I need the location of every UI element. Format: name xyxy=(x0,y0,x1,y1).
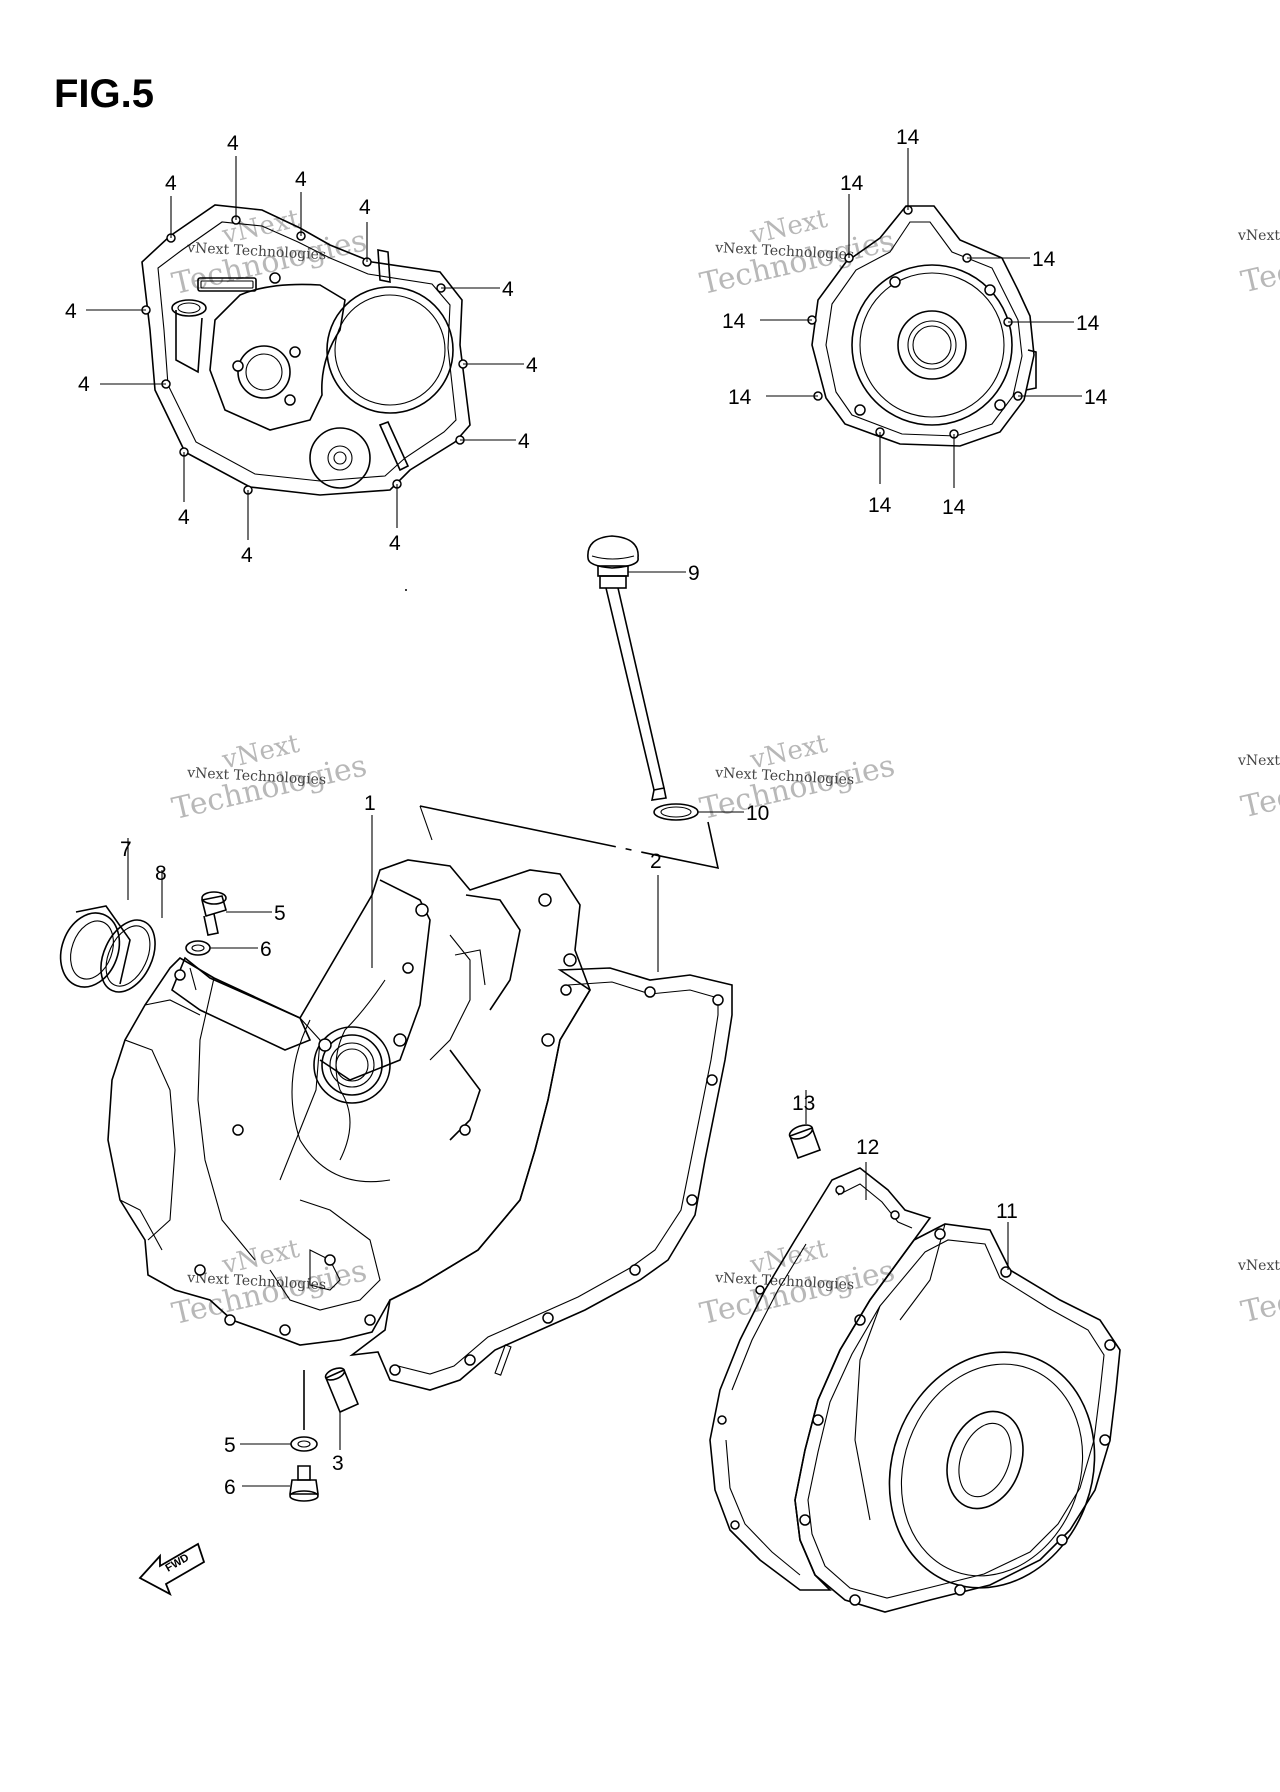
callout-4: 4 xyxy=(65,300,77,323)
callout-3: 3 xyxy=(332,1452,344,1475)
callout-14: 14 xyxy=(1076,312,1100,335)
callout-4: 4 xyxy=(526,354,538,377)
callout-14: 14 xyxy=(942,496,966,519)
callout-5: 5 xyxy=(274,902,286,925)
callout-5: 6 xyxy=(224,1476,236,1499)
svg-text:vNext Technologies: vNext Technologies xyxy=(1237,753,1280,769)
seal-o-ring: 8 xyxy=(100,862,167,993)
crankcase-cover: 1 xyxy=(107,792,591,1346)
callout-4: 4 xyxy=(227,132,239,155)
watermarks: vNext Technologies vNext Technologies vN… xyxy=(169,204,1280,1332)
svg-text:vNext Technologies: vNext Technologies xyxy=(186,765,327,788)
callout-1: 1 xyxy=(364,792,376,815)
callout-4: 4 xyxy=(518,430,530,453)
assembly-guide-line xyxy=(419,805,720,870)
dowel-pin: 3 xyxy=(324,1367,360,1475)
callout-6: 5 xyxy=(224,1434,236,1457)
callout-4: 4 xyxy=(178,506,190,529)
drain-bolt-lower: 6 xyxy=(224,1465,319,1502)
callout-8: 8 xyxy=(155,862,167,885)
callout-14: 14 xyxy=(1032,248,1056,271)
svg-text:vNext Technologies: vNext Technologies xyxy=(714,1270,855,1293)
clutch-cover: 11 xyxy=(794,1200,1121,1613)
callout-2: 2 xyxy=(650,850,662,873)
callout-4: 4 xyxy=(241,544,253,567)
callout-7: 7 xyxy=(120,838,132,861)
callout-10: 10 xyxy=(746,802,769,825)
callout-12: 12 xyxy=(856,1136,879,1159)
svg-text:vNext Technologies: vNext Technologies xyxy=(714,765,855,788)
callouts-part-14: 14 14 14 14 14 14 14 14 14 xyxy=(722,126,1108,519)
callout-14: 14 xyxy=(728,386,752,409)
callout-9: 9 xyxy=(688,562,700,585)
callout-14: 14 xyxy=(840,172,864,195)
drain-bolt-upper: 5 xyxy=(201,891,286,936)
callout-6: 6 xyxy=(260,938,272,961)
clutch-cover-gasket xyxy=(86,156,524,540)
cover-dowel-pin: 13 xyxy=(788,1090,822,1160)
svg-text:vNext Technologies: vNext Technologies xyxy=(186,1270,327,1293)
clutch-cover-gasket-outer: 12 xyxy=(709,1136,932,1591)
crankcase-cover-gasket: 2 xyxy=(349,850,733,1391)
oil-seal: 7 xyxy=(59,838,132,988)
callout-4: 4 xyxy=(502,278,514,301)
callout-14: 14 xyxy=(722,310,746,333)
callout-14: 14 xyxy=(1084,386,1108,409)
washer-upper: 6 xyxy=(185,938,272,961)
callout-14: 14 xyxy=(896,126,920,149)
generator-cover-gasket xyxy=(760,148,1082,488)
forward-direction-arrow: FWD xyxy=(138,1542,206,1596)
dipstick-o-ring: 10 xyxy=(653,802,769,825)
callout-14: 14 xyxy=(868,494,892,517)
callout-4: 4 xyxy=(165,172,177,195)
oil-dipstick: 9 xyxy=(587,535,700,801)
washer-lower: 5 xyxy=(224,1434,318,1457)
assembly-guide-line xyxy=(419,805,433,841)
svg-text:vNext Technologies: vNext Technologies xyxy=(1237,1258,1280,1274)
svg-text:vNext Technologies: vNext Technologies xyxy=(1237,228,1280,244)
figure-title: FIG.5 xyxy=(54,72,155,116)
callout-4: 4 xyxy=(359,196,371,219)
callouts-part-4: 4 4 4 4 4 4 4 4 4 4 4 4 xyxy=(65,132,538,567)
callout-4: 4 xyxy=(78,373,90,396)
svg-text:vNext Technologies: vNext Technologies xyxy=(186,240,327,263)
svg-text:vNext Technologies: vNext Technologies xyxy=(714,240,855,263)
callout-4: 4 xyxy=(389,532,401,555)
callout-4: 4 xyxy=(295,168,307,191)
callout-11: 11 xyxy=(996,1200,1018,1223)
callout-13: 13 xyxy=(792,1092,815,1115)
